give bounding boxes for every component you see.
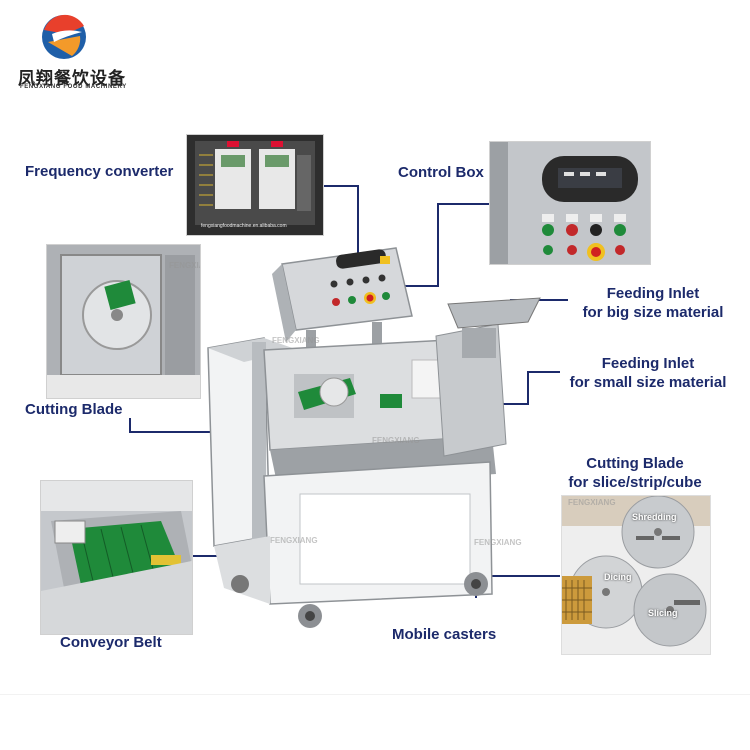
label-cutting-blade-types-line2: for slice/strip/cube [568,474,702,491]
watermark: FENGXIANG [372,436,420,445]
line-feeding-small [500,371,560,405]
brand-logo [36,12,92,62]
photo-conveyor-belt [40,480,193,635]
watermark: FENGXIANG [169,261,200,270]
watermark: FENGXIANG [568,498,616,507]
brand-name-en: FENGXIANG FOOD MACHINERY [20,84,127,90]
photo-blade-discs: Shredding Dicing Slicing FENGXIANG [561,495,711,655]
line-cutting-blade [129,418,244,433]
machine-illustration: FENGXIANG FENGXIANG FENGXIANG FENGXIANG [200,244,550,640]
disc-label-shredding: Shredding [632,512,677,522]
photo-frequency-converter: fengxiangfoodmachine.en.alibaba.com [186,134,324,236]
label-feeding-inlet-big-line1: Feeding Inlet [606,285,700,302]
label-feeding-inlet-small: Feeding Inlet for small size material [556,354,740,392]
photo-cutting-blade: FENGXIANG [46,244,201,399]
brand-logo-icon [42,14,86,59]
disc-label-slicing: Slicing [648,608,678,618]
line-frequency-converter [322,185,359,258]
label-frequency-converter: Frequency converter [25,163,174,180]
label-feeding-inlet-small-line1: Feeding Inlet [601,355,695,372]
label-cutting-blade-types-line1: Cutting Blade [586,455,684,472]
line-control-box [386,203,489,287]
watermark: FENGXIANG [270,536,318,545]
label-cutting-blade: Cutting Blade [25,401,123,418]
label-control-box: Control Box [398,164,484,181]
brand-name-cn: 凤翔餐饮设备 [18,69,126,89]
label-feeding-inlet-small-line2: for small size material [569,374,727,391]
disc-label-dicing: Dicing [604,572,632,582]
divider [0,694,750,695]
watermark: FENGXIANG [272,336,320,345]
photo-caption: fengxiangfoodmachine.en.alibaba.com [201,223,287,229]
label-mobile-casters: Mobile casters [392,626,497,643]
photo-control-box [489,141,651,265]
watermark: FENGXIANG [474,538,522,547]
label-conveyor-belt: Conveyor Belt [60,634,162,651]
label-feeding-inlet-big: Feeding Inlet for big size material [568,284,738,322]
label-cutting-blade-types: Cutting Blade for slice/strip/cube [560,454,710,492]
label-feeding-inlet-big-line2: for big size material [582,304,724,321]
